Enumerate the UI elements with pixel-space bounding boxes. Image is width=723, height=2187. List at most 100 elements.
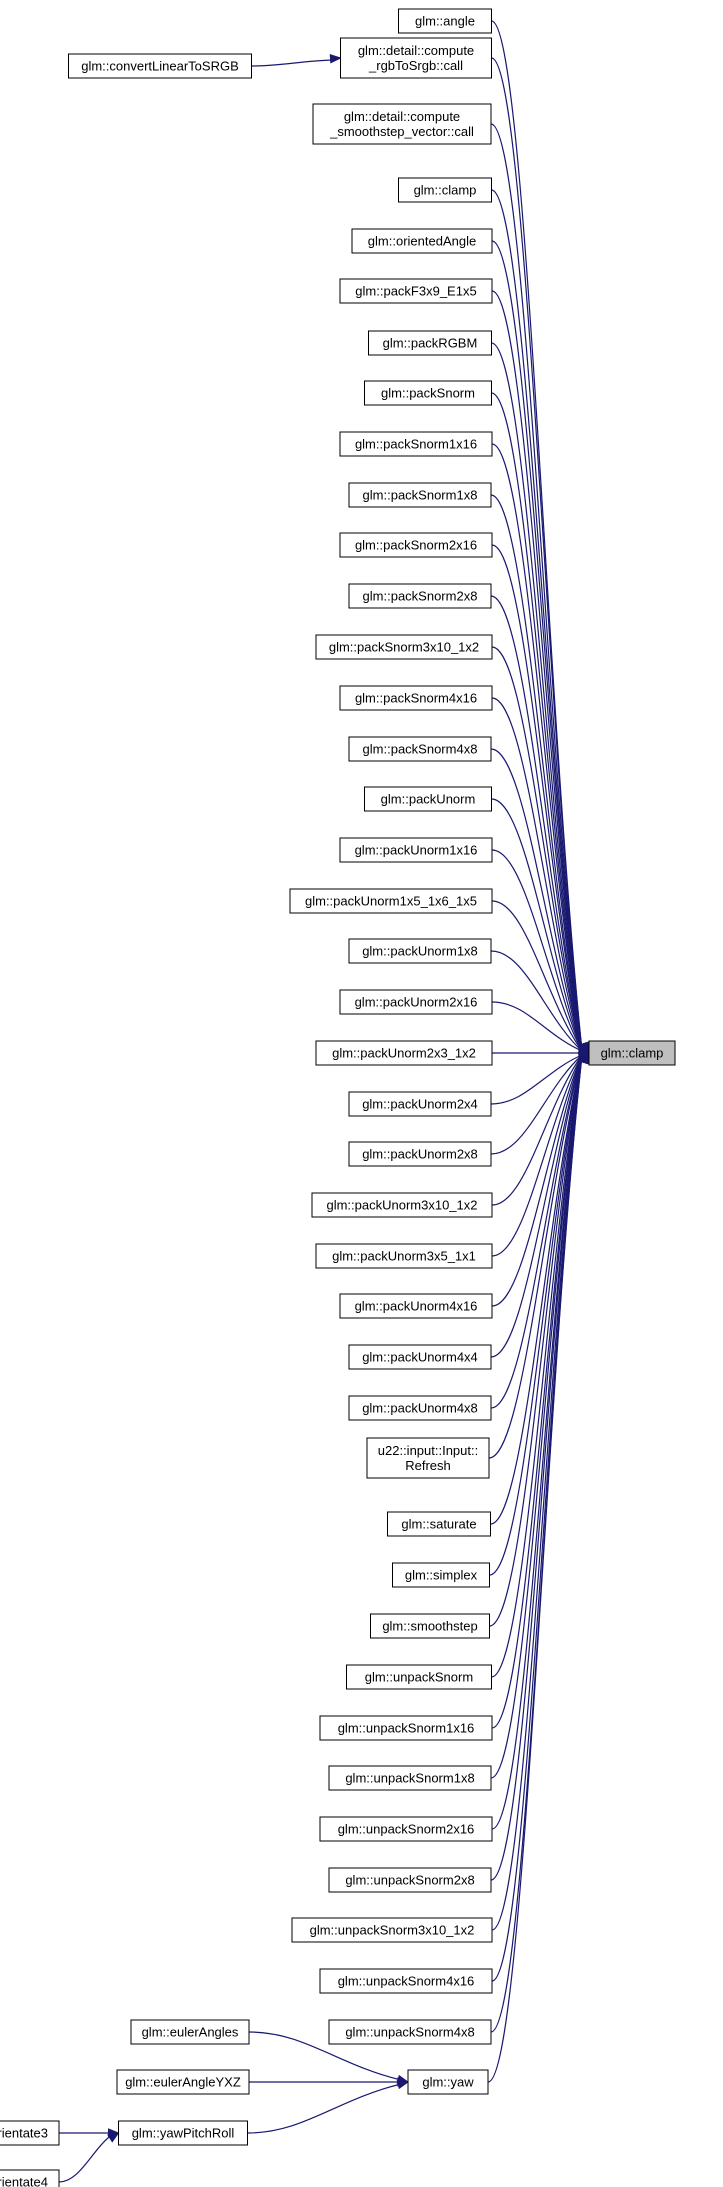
- node-box: [315, 634, 493, 660]
- node-label: glm::packRGBM: [383, 336, 478, 351]
- graph-node[interactable]: glm::packUnorm2x4: [348, 1091, 492, 1117]
- graph-node[interactable]: glm::packUnorm2x8: [348, 1141, 492, 1167]
- node-box: [0, 2169, 60, 2187]
- node-box: [366, 1437, 490, 1479]
- graph-node[interactable]: glm::unpackSnorm4x8: [328, 2019, 492, 2045]
- graph-node[interactable]: glm::unpackSnorm1x16: [319, 1715, 493, 1741]
- graph-node[interactable]: glm::unpackSnorm2x16: [319, 1816, 493, 1842]
- node-label: glm::orientedAngle: [368, 234, 476, 249]
- graph-node[interactable]: glm::eulerAngles: [130, 2019, 250, 2045]
- graph-node[interactable]: glm::packUnorm1x16: [339, 837, 493, 863]
- node-label: glm::unpackSnorm1x8: [345, 1771, 474, 1786]
- graph-node[interactable]: glm::orientedAngle: [351, 228, 493, 254]
- node-box: [370, 1613, 490, 1639]
- graph-edge: [491, 240, 593, 1055]
- node-label: glm::packUnorm4x4: [362, 1350, 478, 1365]
- graph-node[interactable]: glm::packRGBM: [368, 330, 492, 356]
- node-box: [311, 1192, 493, 1218]
- graph-node[interactable]: glm::detail::compute_smoothstep_vector::…: [312, 103, 492, 145]
- node-label: glm::angle: [415, 14, 475, 29]
- graph-node[interactable]: glm::packSnorm4x16: [339, 685, 493, 711]
- graph-node[interactable]: glm::packUnorm4x16: [339, 1293, 493, 1319]
- node-label: glm::packUnorm2x16: [355, 995, 478, 1010]
- node-label: glm::packSnorm1x8: [363, 488, 478, 503]
- node-label: glm::clamp: [414, 183, 477, 198]
- graph-node[interactable]: glm::packUnorm2x16: [339, 989, 493, 1015]
- node-label: glm::yaw: [422, 2075, 474, 2090]
- graph-edge: [490, 1051, 593, 1881]
- edge-line: [491, 1054, 583, 1931]
- graph-node[interactable]: glm::packUnorm3x5_1x1: [315, 1243, 493, 1269]
- node-label: _rgbToSrgb::call: [368, 58, 463, 73]
- graph-node[interactable]: glm::orientate3: [0, 2120, 60, 2146]
- node-label: glm::clamp: [601, 1046, 664, 1061]
- edge-line: [491, 1054, 583, 1729]
- graph-node[interactable]: glm::packUnorm1x8: [348, 938, 492, 964]
- graph-node[interactable]: glm::clamp: [398, 177, 492, 203]
- node-box: [364, 380, 492, 406]
- node-label: glm::packSnorm1x16: [355, 437, 477, 452]
- focus-node-clamp[interactable]: glm::clamp: [588, 1040, 676, 1066]
- node-label: u22::input::Input::: [378, 1443, 478, 1458]
- edge-line: [491, 1054, 583, 1830]
- graph-node[interactable]: u22::input::Input::Refresh: [366, 1437, 490, 1479]
- graph-node[interactable]: glm::packUnorm1x5_1x6_1x5: [289, 888, 493, 914]
- graph-node[interactable]: glm::smoothstep: [370, 1613, 490, 1639]
- edge-line: [491, 544, 583, 1052]
- edge-line: [491, 1054, 583, 1206]
- graph-node[interactable]: glm::packSnorm2x16: [339, 532, 493, 558]
- node-box: [0, 2120, 60, 2146]
- graph-node[interactable]: glm::packSnorm1x8: [348, 482, 492, 508]
- graph-edge: [487, 1051, 593, 2083]
- graph-node[interactable]: glm::packUnorm4x4: [348, 1344, 492, 1370]
- graph-node[interactable]: glm::packSnorm3x10_1x2: [315, 634, 493, 660]
- graph-node[interactable]: glm::convertLinearToSRGB: [68, 53, 252, 79]
- graph-node[interactable]: glm::yaw: [407, 2069, 489, 2095]
- graph-node[interactable]: glm::detail::compute_rgbToSrgb::call: [340, 37, 492, 79]
- graph-node[interactable]: glm::packUnorm3x10_1x2: [311, 1192, 493, 1218]
- graph-node[interactable]: glm::packUnorm4x8: [348, 1395, 492, 1421]
- graph-node[interactable]: glm::angle: [398, 8, 492, 34]
- graph-node[interactable]: glm::eulerAngleYXZ: [116, 2069, 250, 2095]
- graph-node[interactable]: glm::orientate4: [0, 2169, 60, 2187]
- graph-node[interactable]: glm::simplex: [392, 1562, 490, 1588]
- node-label: glm::orientate4: [0, 2175, 48, 2187]
- edge-line: [491, 392, 583, 1052]
- graph-node[interactable]: glm::unpackSnorm1x8: [328, 1765, 492, 1791]
- edge-line: [489, 1054, 583, 1627]
- edge-line: [490, 494, 583, 1052]
- graph-node[interactable]: glm::packSnorm4x8: [348, 736, 492, 762]
- graph-node[interactable]: glm::packSnorm: [364, 380, 492, 406]
- edge-line: [490, 748, 583, 1052]
- graph-node[interactable]: glm::packSnorm1x16: [339, 431, 493, 457]
- graph-node[interactable]: glm::unpackSnorm: [346, 1664, 492, 1690]
- graph-node[interactable]: glm::unpackSnorm2x8: [328, 1867, 492, 1893]
- graph-node[interactable]: glm::packSnorm2x8: [348, 583, 492, 609]
- edge-line: [490, 595, 583, 1052]
- node-label: glm::packUnorm1x16: [355, 843, 478, 858]
- node-label: glm::packUnorm4x8: [362, 1401, 478, 1416]
- graph-node[interactable]: glm::packUnorm2x3_1x2: [315, 1040, 493, 1066]
- edge-line: [491, 697, 583, 1052]
- graph-node[interactable]: glm::unpackSnorm3x10_1x2: [291, 1917, 493, 1943]
- graph-node[interactable]: glm::unpackSnorm4x16: [319, 1968, 493, 1994]
- node-label: glm::packF3x9_E1x5: [355, 284, 476, 299]
- node-box: [68, 53, 252, 79]
- node-label: glm::packSnorm3x10_1x2: [329, 640, 479, 655]
- graph-node[interactable]: glm::packUnorm: [364, 786, 492, 812]
- node-box: [348, 938, 492, 964]
- node-label: _smoothstep_vector::call: [329, 124, 474, 139]
- node-box: [387, 1511, 491, 1537]
- node-label: glm::orientate3: [0, 2126, 48, 2141]
- graph-node[interactable]: glm::yawPitchRoll: [118, 2120, 248, 2146]
- edge-line: [490, 1054, 583, 1358]
- edge-line: [490, 1054, 583, 1409]
- edge-line: [248, 2031, 402, 2081]
- graph-node[interactable]: glm::packF3x9_E1x5: [339, 278, 493, 304]
- graph-node[interactable]: glm::saturate: [387, 1511, 491, 1537]
- node-box: [348, 1091, 492, 1117]
- node-label: glm::unpackSnorm4x8: [345, 2025, 474, 2040]
- edge-line: [491, 798, 583, 1052]
- node-label: glm::unpackSnorm3x10_1x2: [310, 1923, 475, 1938]
